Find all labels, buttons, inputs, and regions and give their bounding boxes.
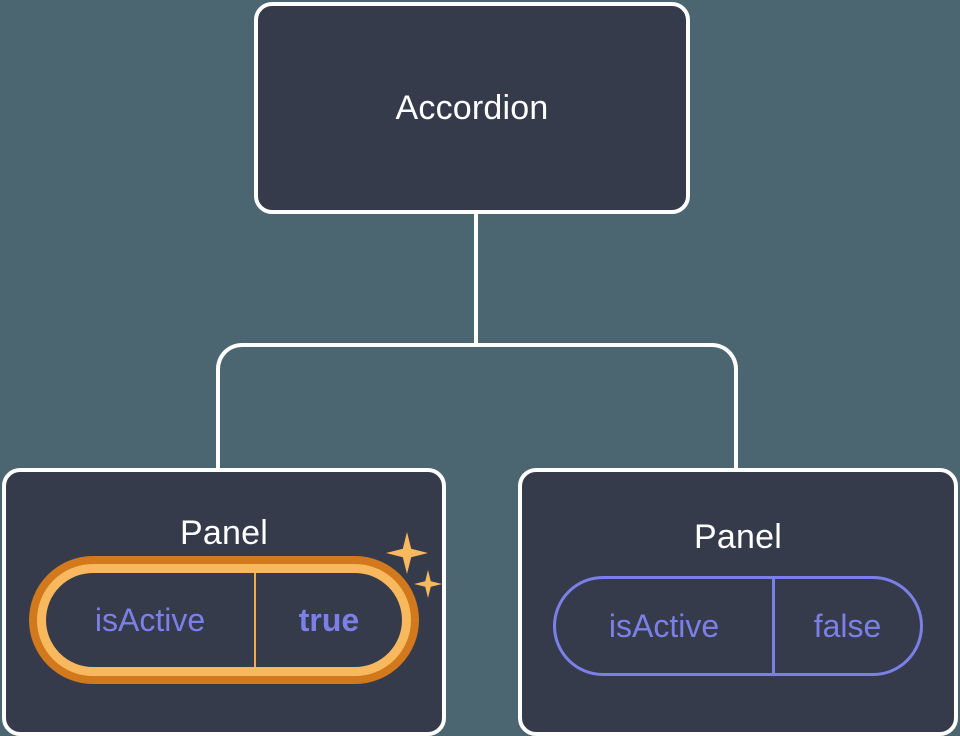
node-panel-inactive[interactable]: Panel isActive false (518, 468, 958, 736)
node-panel-active[interactable]: Panel isActive true (2, 468, 446, 736)
connector-root-stem (474, 212, 478, 346)
node-accordion[interactable]: Accordion (254, 2, 690, 214)
prop-key-cell: isActive (556, 579, 772, 673)
prop-value-cell: false (772, 579, 920, 673)
prop-pill-isactive-true[interactable]: isActive true (29, 556, 419, 684)
prop-pill-isactive-false[interactable]: isActive false (553, 576, 923, 676)
prop-key-label: isActive (94, 602, 206, 638)
node-panel-inactive-title: Panel (694, 518, 782, 556)
prop-value-label: false (813, 608, 882, 644)
highlight-ring-inner (37, 564, 411, 676)
node-panel-active-title: Panel (180, 514, 268, 552)
prop-key-label: isActive (608, 608, 720, 644)
highlight-ring-outer (29, 556, 419, 684)
prop-key-cell: isActive (46, 573, 254, 667)
node-accordion-title: Accordion (395, 89, 549, 127)
prop-value-cell: true (254, 573, 402, 667)
prop-value-label: true (298, 602, 360, 638)
connector-branch-elbow (216, 343, 738, 473)
